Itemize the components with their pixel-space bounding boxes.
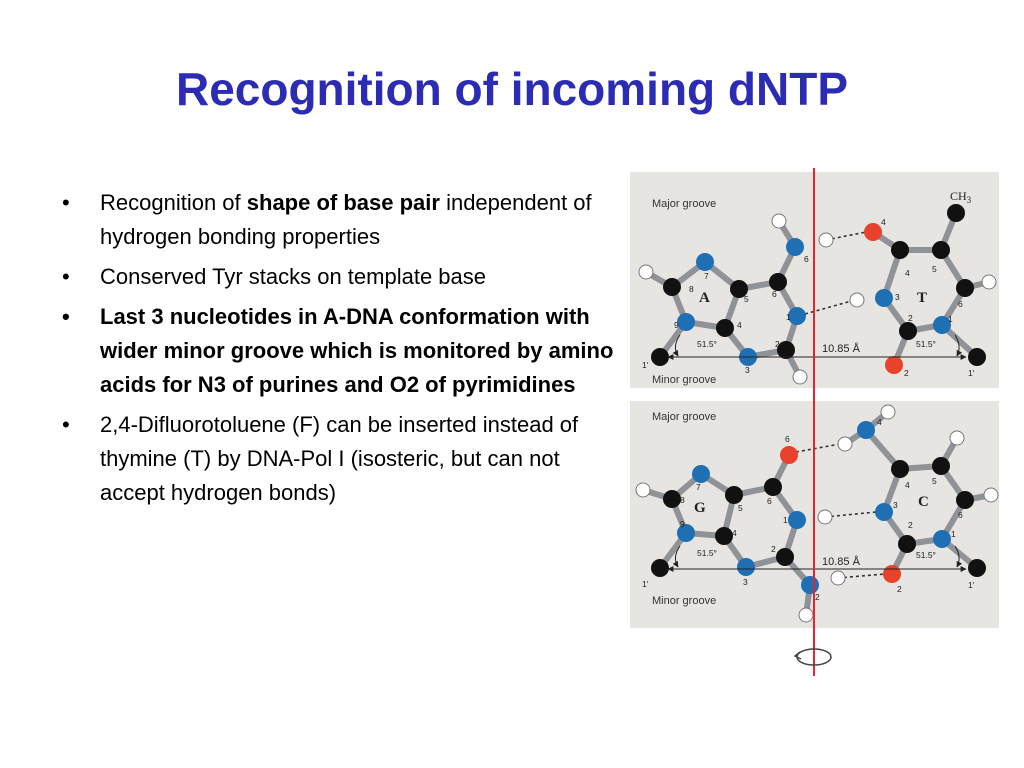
prime-left-label: 1′ (642, 360, 649, 370)
base-a-label: A (699, 290, 710, 306)
svg-text:2: 2 (815, 592, 820, 602)
bullet-glyph: • (62, 304, 70, 329)
svg-text:6: 6 (958, 510, 963, 520)
prime-right-label: 1′ (968, 368, 975, 378)
svg-text:7: 7 (704, 271, 709, 281)
svg-text:6: 6 (767, 496, 772, 506)
svg-text:5: 5 (932, 264, 937, 274)
bullet-text: Recognition of (100, 190, 247, 215)
svg-text:1: 1 (951, 529, 956, 539)
svg-text:3: 3 (895, 292, 900, 302)
bullet-item: • Recognition of shape of base pair indep… (62, 186, 622, 254)
gc-labels: Major groove Minor groove G C 51.5° 51.5… (642, 411, 975, 607)
major-groove-label: Major groove (652, 198, 716, 210)
svg-text:2: 2 (908, 520, 913, 530)
bullet-glyph: • (62, 190, 70, 215)
svg-text:8: 8 (689, 284, 694, 294)
svg-text:2: 2 (897, 584, 902, 594)
bullet-text: 2,4-Difluorotoluene (F) can be inserted … (100, 412, 579, 505)
svg-text:5: 5 (738, 503, 743, 513)
svg-text:6: 6 (785, 434, 790, 444)
bullet-item: • 2,4-Difluorotoluene (F) can be inserted… (62, 408, 622, 510)
bullet-text: independent of hydrogen bonding properti… (100, 190, 592, 249)
svg-text:4: 4 (881, 217, 886, 227)
svg-text:3: 3 (743, 577, 748, 587)
svg-text:9: 9 (680, 519, 685, 529)
svg-text:5: 5 (932, 476, 937, 486)
bullet-glyph: • (62, 412, 70, 437)
base-g-label: G (694, 500, 706, 516)
svg-text:1: 1 (786, 312, 791, 322)
svg-text:2: 2 (904, 368, 909, 378)
svg-text:4: 4 (905, 268, 910, 278)
svg-text:4: 4 (905, 480, 910, 490)
svg-text:6: 6 (772, 289, 777, 299)
svg-text:8: 8 (680, 495, 685, 505)
svg-text:4: 4 (737, 320, 742, 330)
minor-groove-label: Minor groove (652, 374, 716, 386)
svg-text:4: 4 (732, 528, 737, 538)
prime-right-label: 1′ (968, 580, 975, 590)
svg-text:7: 7 (696, 482, 701, 492)
distance-label: 10.85 Å (822, 555, 861, 568)
angle-right-label: 51.5° (916, 339, 936, 349)
bullet-glyph: • (62, 264, 70, 289)
prime-left-label: 1′ (642, 579, 649, 589)
gc-hydrogen-bonds (795, 443, 886, 579)
slide-title: Recognition of incoming dNTP (175, 63, 849, 115)
svg-text:6: 6 (804, 254, 809, 264)
methyl-label: CH3 (950, 189, 972, 205)
svg-text:6: 6 (958, 299, 963, 309)
bullet-bold-text: shape of base pair (246, 190, 440, 215)
base-t-label: T (917, 290, 927, 306)
angle-left-label: 51.5° (697, 339, 717, 349)
svg-text:1: 1 (948, 314, 953, 324)
bullet-list: • Recognition of shape of base pair indep… (62, 186, 622, 516)
helix-axis (793, 168, 832, 676)
svg-text:9: 9 (674, 320, 679, 330)
bullet-item: • Conserved Tyr stacks on template base (62, 260, 622, 294)
svg-text:4: 4 (877, 417, 882, 427)
base-c-label: C (918, 494, 929, 510)
bullet-item: • Last 3 nucleotides in A-DNA conformatio… (62, 300, 622, 402)
distance-label: 10.85 Å (822, 342, 861, 355)
minor-groove-label: Minor groove (652, 595, 716, 607)
at-labels: Major groove Minor groove A T CH3 51.5° … (642, 189, 975, 386)
svg-text:2: 2 (775, 339, 780, 349)
svg-text:2: 2 (908, 313, 913, 323)
major-groove-label: Major groove (652, 411, 716, 423)
bullet-text: Conserved Tyr stacks on template base (100, 264, 487, 289)
angle-left-label: 51.5° (697, 548, 717, 558)
gc-atoms (635, 404, 999, 623)
bullet-text: Last 3 nucleotides in A-DNA conformation… (100, 304, 614, 397)
angle-right-label: 51.5° (916, 550, 936, 560)
svg-text:1: 1 (783, 515, 788, 525)
svg-text:3: 3 (893, 500, 898, 510)
svg-text:5: 5 (744, 294, 749, 304)
at-atoms (638, 204, 997, 385)
svg-text:3: 3 (745, 365, 750, 375)
svg-text:2: 2 (771, 544, 776, 554)
